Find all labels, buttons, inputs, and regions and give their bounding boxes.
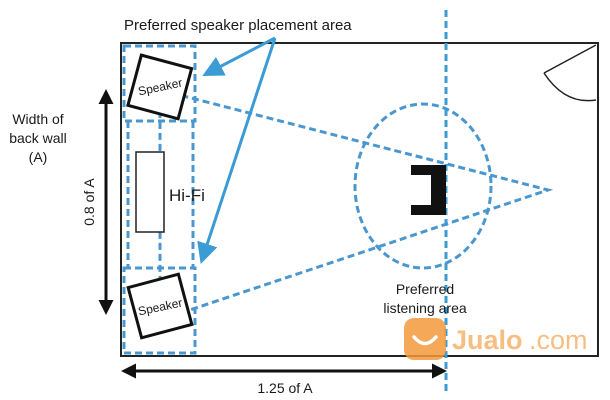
width-label-line3: (A) [29,149,48,165]
listening-area-ellipse [353,102,493,270]
callout-arrow-bottom [197,37,277,264]
door-icon [543,44,597,102]
watermark-brand: Jualo [452,325,523,355]
width-label-line1: Width of [12,111,63,127]
callout-arrow-top [202,36,276,76]
width-label-line2: back wall [9,130,67,146]
vertical-measure-label: 0.8 of A [81,178,97,226]
listening-chair-icon [411,165,446,215]
watermark-suffix: .com [529,325,588,355]
listening-label-line1: Preferred [396,281,454,297]
hifi-rack [135,151,165,233]
placement-area-label: Preferred speaker placement area [124,17,352,34]
watermark-logo-icon [404,318,446,360]
listening-label-line2: listening area [383,300,466,316]
speaker-top [126,53,194,121]
horizontal-measure-label: 1.25 of A [257,380,313,396]
listening-triangle [158,88,554,323]
speaker-zone-top [122,44,197,123]
speaker-bottom [126,272,194,340]
hifi-label: Hi-Fi [169,186,205,205]
room-outline [120,42,599,357]
watermark: Jualo .com [404,318,588,360]
